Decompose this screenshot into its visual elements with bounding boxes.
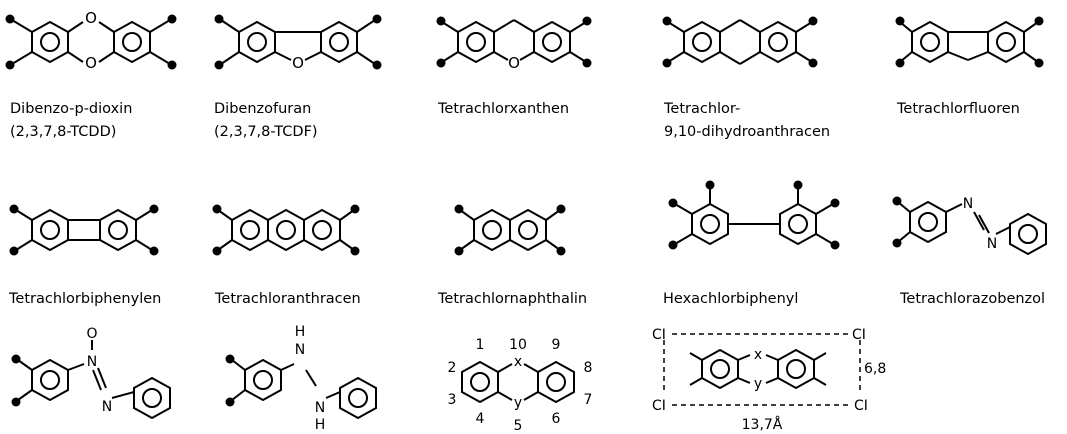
caption-line: Hexachlorbiphenyl: [663, 291, 799, 307]
chlorine-label: CI: [854, 398, 868, 414]
position-number: 10: [509, 337, 527, 353]
height-dimension: 6,8: [864, 361, 886, 377]
position-number: 2: [448, 360, 457, 376]
anthracen-drawing: [212, 204, 360, 256]
caption-line: Tetrachlor-: [664, 101, 741, 117]
structure-dihydroanthracen: [662, 0, 862, 80]
chlorine-label: CI: [652, 398, 666, 414]
caption-line: Dibenzo-p-dioxin: [10, 101, 133, 117]
oxygen-atom: O: [292, 54, 304, 72]
caption-dibenzo-p-dioxin: Dibenzo-p-dioxin (2,3,7,8-TCDD): [10, 98, 132, 144]
oxygen-atom: O: [508, 54, 520, 72]
nitrogen-atom: N: [987, 236, 997, 252]
nitrogen-atom: N: [102, 399, 112, 415]
dibenzo-p-dioxin-drawing: O O: [5, 9, 177, 72]
caption-anthracen: Tetrachloranthracen: [215, 288, 361, 311]
hydrazobenzol-drawing: H N N H: [225, 324, 377, 433]
position-number: 8: [584, 360, 593, 376]
azoxybenzol-drawing: O N N: [11, 326, 171, 420]
oxygen-atom: O: [85, 54, 97, 72]
structure-dimension-scheme: x y CI CI CI CI 6,8 13,7Å: [650, 322, 930, 434]
bridge-atom-y: y: [754, 376, 762, 392]
dihydroanthracen-drawing: [662, 16, 818, 68]
structure-biphenylen: [0, 180, 200, 270]
caption-line: (2,3,7,8-TCDF): [214, 124, 318, 140]
bridge-atom-x: x: [754, 347, 762, 363]
hydrogen-atom: H: [315, 417, 326, 433]
structure-hexachlorbiphenyl: [655, 172, 885, 272]
position-number: 9: [552, 337, 561, 353]
hydrogen-atom: H: [295, 324, 306, 340]
caption-line: Tetrachlorbiphenylen: [9, 291, 162, 307]
structure-dibenzofuran: O: [212, 0, 412, 80]
caption-line: (2,3,7,8-TCDD): [10, 124, 117, 140]
structure-azobenzol: N N: [890, 172, 1067, 272]
biphenylen-drawing: [9, 204, 159, 256]
position-number: 5: [514, 418, 523, 434]
bridge-atom-x: x: [514, 354, 522, 370]
caption-hexachlorbiphenyl: Hexachlorbiphenyl: [663, 288, 798, 311]
caption-line: Tetrachlorxanthen: [438, 101, 570, 117]
hexachlorbiphenyl-drawing: [668, 180, 840, 250]
position-number: 6: [552, 411, 561, 427]
structure-xanthen: O: [436, 0, 636, 80]
fluoren-drawing: [895, 16, 1044, 68]
nitrogen-atom: N: [963, 196, 973, 212]
caption-biphenylen: Tetrachlorbiphenylen: [9, 288, 161, 311]
caption-line: Tetrachlorfluoren: [897, 101, 1020, 117]
position-number: 7: [584, 392, 593, 408]
structure-hydrazobenzol: H N N H: [218, 322, 428, 434]
caption-dibenzofuran: Dibenzofuran (2,3,7,8-TCDF): [214, 98, 318, 144]
caption-line: Tetrachlorazobenzol: [900, 291, 1046, 307]
caption-line: Dibenzofuran: [214, 101, 312, 117]
caption-dihydroanthracen: Tetrachlor- 9,10-dihydroanthracen: [664, 98, 830, 144]
dibenzofuran-drawing: O: [214, 14, 382, 72]
numbering-scheme-drawing: x y 1 2 3 4 5 6 7 8 9 10: [448, 337, 593, 434]
position-number: 3: [448, 392, 457, 408]
dimension-scheme-drawing: x y CI CI CI CI 6,8 13,7Å: [652, 327, 886, 433]
azobenzol-drawing: N N: [892, 196, 1047, 256]
caption-naphthalin: Tetrachlornaphthalin: [438, 288, 587, 311]
width-dimension: 13,7Å: [742, 416, 783, 433]
structure-fluoren: [895, 0, 1066, 80]
caption-xanthen: Tetrachlorxanthen: [438, 98, 569, 121]
caption-line: Tetrachlornaphthalin: [438, 291, 588, 307]
oxygen-atom: O: [86, 326, 97, 342]
structure-naphthalin: [440, 180, 640, 270]
position-number: 1: [476, 337, 485, 353]
structure-anthracen: [210, 180, 410, 270]
structure-dibenzo-p-dioxin: O O: [0, 0, 200, 80]
position-number: 4: [476, 411, 485, 427]
nitrogen-atom: N: [87, 354, 97, 370]
nitrogen-atom: N: [295, 342, 305, 358]
structure-numbering-scheme: x y 1 2 3 4 5 6 7 8 9 10: [440, 322, 640, 434]
caption-line: Tetrachloranthracen: [215, 291, 361, 307]
chlorine-label: CI: [852, 327, 866, 343]
caption-fluoren: Tetrachlorfluoren: [897, 98, 1020, 121]
nitrogen-atom: N: [315, 400, 325, 416]
naphthalin-drawing: [454, 204, 566, 256]
xanthen-drawing: O: [436, 16, 592, 72]
caption-azobenzol: Tetrachlorazobenzol: [900, 288, 1045, 311]
structure-azoxybenzol: O N N: [0, 322, 200, 434]
oxygen-atom: O: [85, 9, 97, 27]
bridge-atom-y: y: [514, 395, 522, 411]
chlorine-label: CI: [652, 327, 666, 343]
caption-line: 9,10-dihydroanthracen: [664, 124, 831, 140]
